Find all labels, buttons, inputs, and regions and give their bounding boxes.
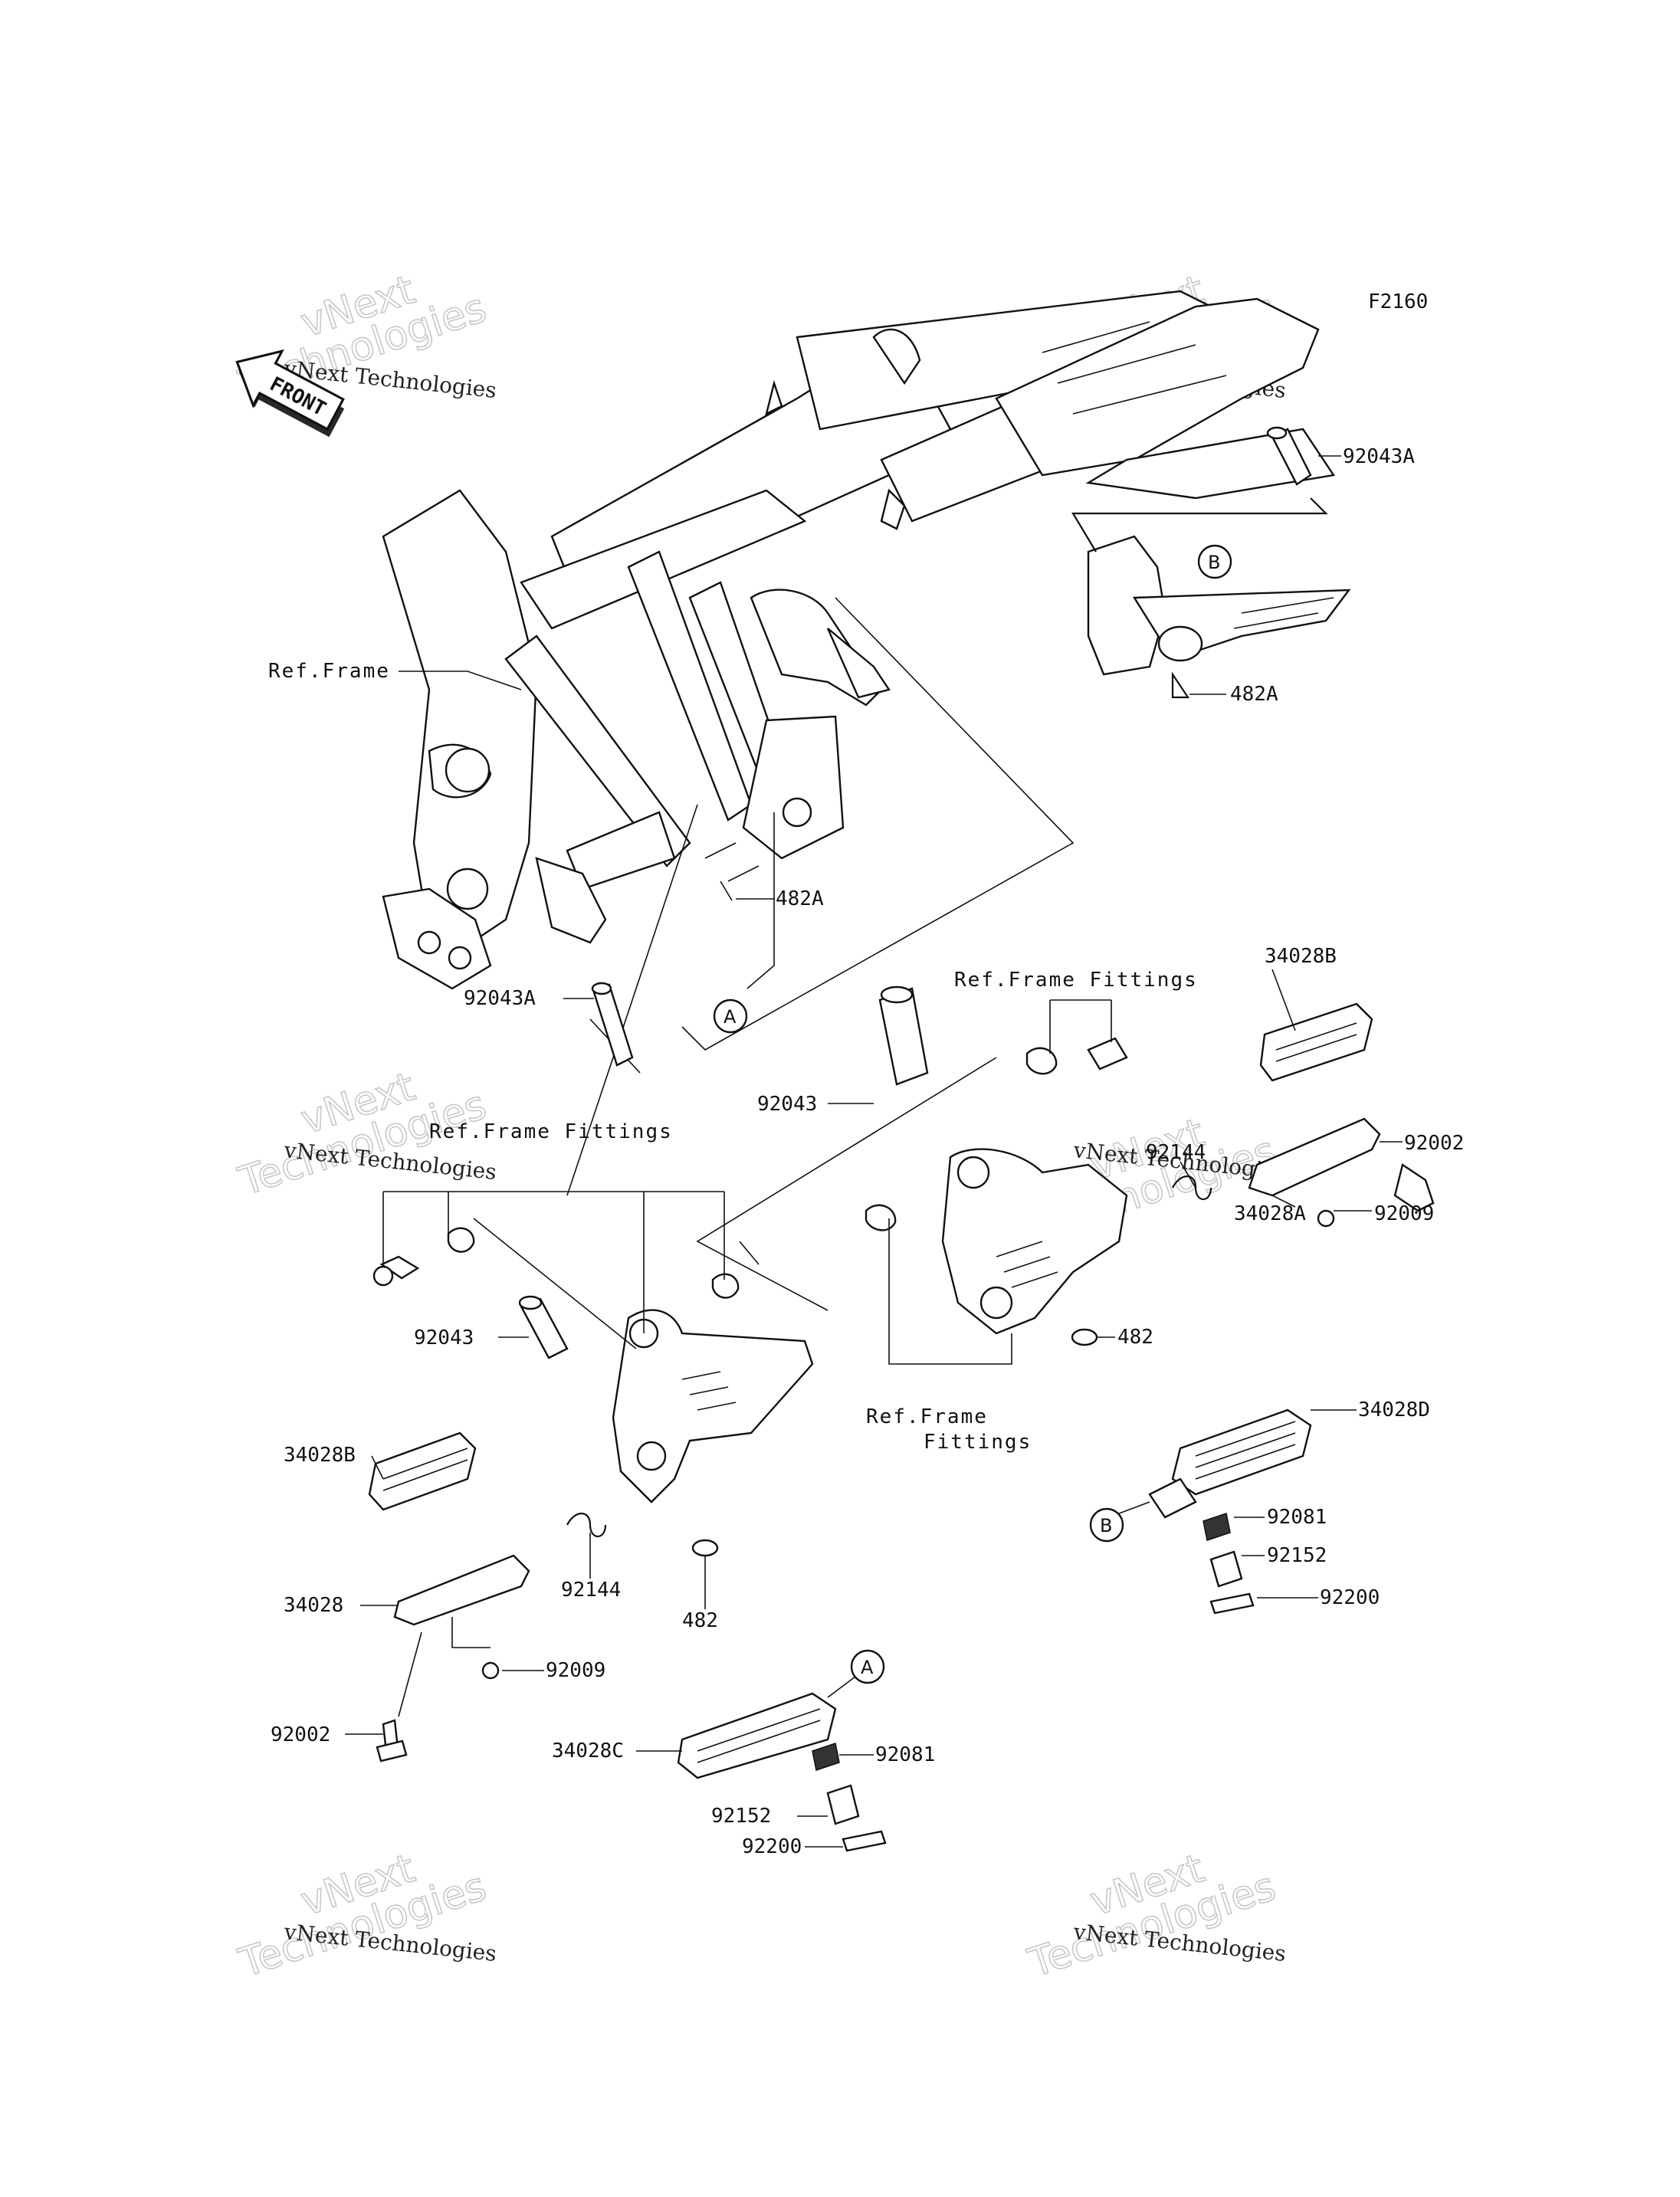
part-34028A: 34028A xyxy=(1234,1202,1306,1225)
part-92043-right: 92043 xyxy=(757,1093,817,1116)
part-92043A-top: 92043A xyxy=(1343,445,1415,468)
diagram-code: F2160 xyxy=(1368,290,1428,313)
part-92002-left: 92002 xyxy=(271,1723,330,1746)
part-92200-right: 92200 xyxy=(1320,1586,1380,1609)
footpeg-34028 xyxy=(376,1554,530,1763)
watermark-bottom-right: vNext Technologies vNext Technologies xyxy=(1022,1845,1288,1988)
part-482-left: 482 xyxy=(682,1609,718,1632)
part-34028C: 34028C xyxy=(552,1740,624,1763)
part-92081-right: 92081 xyxy=(1267,1506,1327,1529)
ref-frame-fittings-bottom-label-2: Fittings xyxy=(924,1431,1032,1454)
callout-b-top: B xyxy=(1197,544,1232,579)
part-34028: 34028 xyxy=(284,1594,343,1617)
part-92043A-left: 92043A xyxy=(464,987,536,1010)
part-92200-left: 92200 xyxy=(742,1835,802,1858)
footpeg-34028D xyxy=(1148,1408,1312,1615)
part-92002-right: 92002 xyxy=(1404,1132,1464,1155)
ref-frame-fittings-bottom-label-1: Ref.Frame xyxy=(866,1405,988,1428)
part-92144-left: 92144 xyxy=(561,1579,621,1602)
svg-text:B: B xyxy=(1100,1515,1112,1536)
ref-frame-fittings-left-label: Ref.Frame Fittings xyxy=(429,1120,673,1143)
part-482-right: 482 xyxy=(1117,1326,1153,1349)
front-footpeg-bracket-left xyxy=(372,1227,814,1557)
part-482A-mid: 482A xyxy=(776,887,824,910)
part-92081-left: 92081 xyxy=(875,1743,935,1766)
part-92043-left: 92043 xyxy=(414,1326,474,1349)
svg-text:A: A xyxy=(724,1006,737,1028)
part-482A-top: 482A xyxy=(1230,683,1278,706)
svg-text:B: B xyxy=(1208,552,1220,573)
main-frame-illustration xyxy=(382,290,1336,990)
svg-text:A: A xyxy=(861,1657,874,1678)
part-92144-right: 92144 xyxy=(1146,1141,1206,1164)
footpeg-34028A xyxy=(1248,1117,1435,1228)
watermark-bottom-left: vNext Technologies vNext Technologies xyxy=(233,1845,498,1988)
part-92009-left: 92009 xyxy=(546,1659,605,1682)
footpeg-34028C xyxy=(677,1692,887,1852)
ref-frame-label: Ref.Frame xyxy=(268,660,390,683)
part-34028D: 34028D xyxy=(1358,1399,1430,1421)
rear-footpeg-bracket-right xyxy=(1071,426,1351,699)
part-34028B-right: 34028B xyxy=(1265,945,1337,968)
leader-lines xyxy=(345,455,1403,1848)
callout-a-bottom: A xyxy=(850,1649,885,1684)
footpeg-34028B-right xyxy=(1259,1002,1373,1082)
part-34028B-left: 34028B xyxy=(284,1444,356,1467)
callout-a-mid: A xyxy=(713,998,748,1034)
part-92152-left: 92152 xyxy=(711,1805,771,1828)
front-footpeg-bracket-right xyxy=(865,985,1212,1346)
footpeg-34028B-left xyxy=(368,1431,477,1511)
callout-b-bottom: B xyxy=(1089,1507,1124,1543)
part-92152-right: 92152 xyxy=(1267,1544,1327,1567)
part-92009-right: 92009 xyxy=(1374,1202,1434,1225)
ref-frame-fittings-right-label: Ref.Frame Fittings xyxy=(954,969,1198,992)
